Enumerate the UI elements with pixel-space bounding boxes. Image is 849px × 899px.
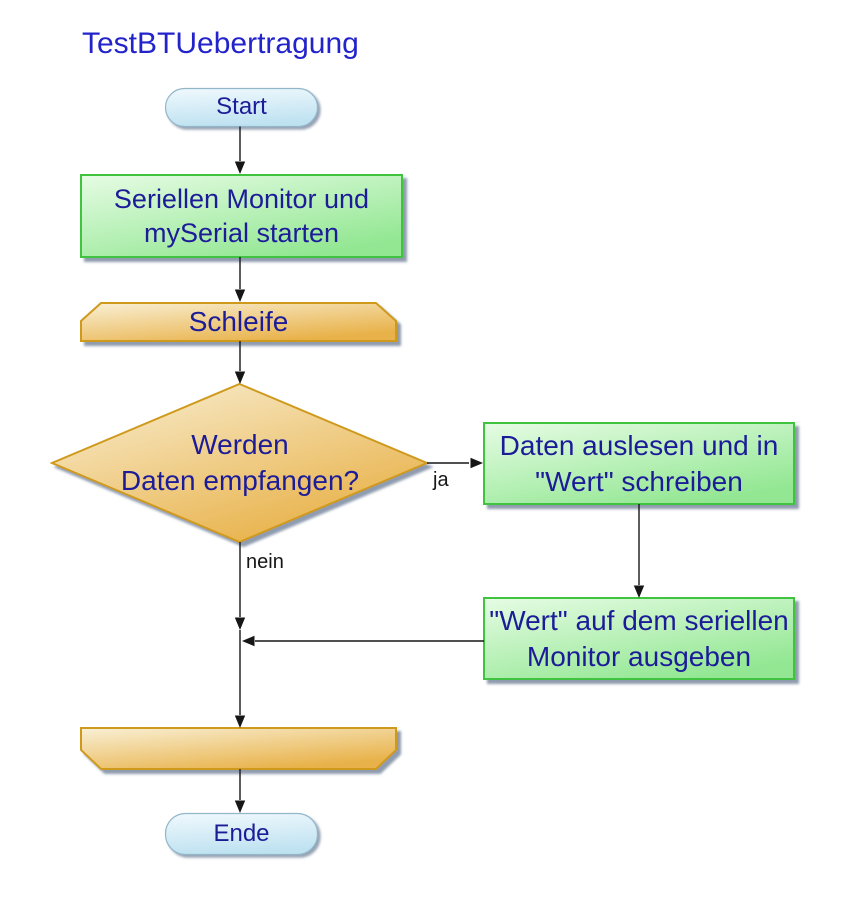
loop-end-shape [80, 727, 397, 770]
terminator-shape-end [164, 812, 319, 856]
decision-diamond-shape [49, 382, 430, 544]
arrow-read-to-output [633, 504, 645, 598]
edge-label-no: nein [246, 551, 284, 573]
terminator-shape-start [164, 87, 319, 128]
diagram-title: TestBTUebertragung [82, 27, 359, 60]
loop-begin-shape [80, 302, 397, 342]
arrow-init-to-loop-begin [234, 257, 246, 302]
arrow-loop-end-to-end [234, 769, 246, 813]
process-shape-init [80, 174, 403, 258]
process-shape-output [483, 597, 795, 680]
arrow-loop-begin-to-decision [234, 341, 246, 384]
arrow-decision-no-to-junction [234, 542, 246, 630]
arrow-junction-to-loop-end [234, 630, 246, 728]
edge-label-yes: ja [433, 469, 449, 491]
process-shape-read [483, 422, 795, 505]
arrow-output-to-junction [242, 635, 484, 647]
arrow-decision-yes-to-read [427, 457, 483, 469]
arrow-start-to-init [234, 126, 246, 174]
